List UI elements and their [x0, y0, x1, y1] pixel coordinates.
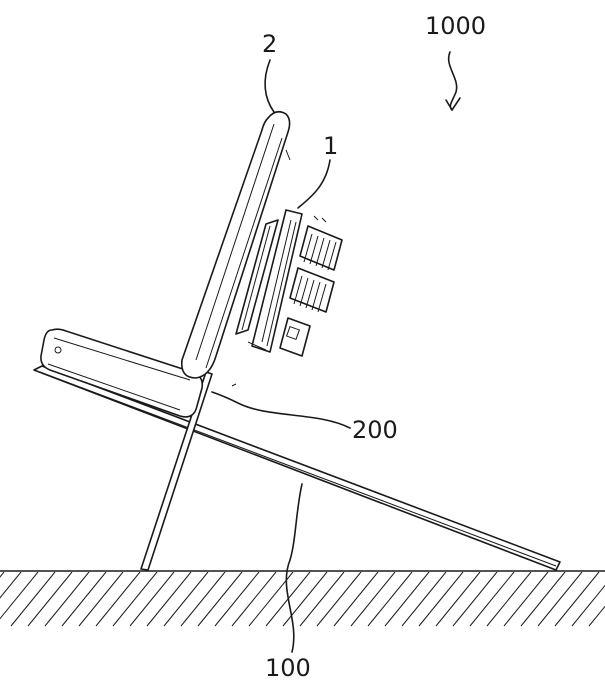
hatch-stroke: [214, 572, 260, 627]
hatch-stroke: [180, 572, 226, 627]
hatch-stroke: [520, 572, 566, 627]
hatch-stroke: [282, 572, 328, 627]
device-rack: [247, 209, 343, 357]
hatch-stroke: [469, 572, 515, 627]
hatch-stroke: [367, 572, 413, 627]
leader-assembly-arrow: [445, 97, 461, 111]
leader-assembly: [447, 51, 458, 111]
leader-support: [211, 391, 351, 429]
hatch-stroke: [129, 572, 175, 627]
hatch-stroke: [61, 572, 107, 627]
hatch-stroke: [10, 572, 56, 627]
hatch-stroke: [418, 572, 464, 627]
hatch-stroke: [435, 572, 481, 627]
base-plate: [33, 365, 561, 571]
leader-seat: [264, 59, 275, 113]
backrest: [180, 110, 291, 379]
hatch-stroke: [95, 572, 141, 627]
leader-lines: [211, 51, 461, 653]
hatch-stroke: [401, 572, 447, 627]
hatch-stroke: [78, 572, 124, 627]
hatch-stroke: [486, 572, 532, 627]
ground: [0, 570, 605, 627]
support-leg: [140, 371, 213, 571]
hatch-stroke: [537, 572, 583, 627]
reference-numerals: 1000 2 1 200 100: [262, 12, 486, 682]
hatch-stroke: [588, 605, 605, 627]
hatch-stroke: [554, 572, 600, 627]
hatch-stroke: [571, 584, 605, 627]
leader-base: [285, 483, 303, 653]
hatch-stroke: [0, 572, 22, 599]
label-seat: 2: [262, 30, 277, 58]
ground-hatching: [0, 572, 605, 627]
hatch-stroke: [0, 572, 39, 620]
hatch-stroke: [197, 572, 243, 627]
hatch-stroke: [350, 572, 396, 627]
label-device: 1: [323, 132, 338, 160]
hatch-stroke: [44, 572, 90, 627]
seat-cushion: [40, 328, 204, 418]
hatch-stroke: [333, 572, 379, 627]
hatch-stroke: [231, 572, 277, 627]
hatch-stroke: [503, 572, 549, 627]
hatch-stroke: [112, 572, 158, 627]
hatch-stroke: [452, 572, 498, 627]
label-base: 100: [265, 654, 311, 682]
hatch-stroke: [27, 572, 73, 627]
hatch-stroke: [316, 572, 362, 627]
hatch-stroke: [146, 572, 192, 627]
label-assembly: 1000: [425, 12, 486, 40]
hatch-stroke: [163, 572, 209, 627]
label-support: 200: [352, 416, 398, 444]
mounting-bracket: [235, 219, 279, 335]
leader-device: [297, 159, 331, 209]
hatch-stroke: [299, 572, 345, 627]
hatch-stroke: [384, 572, 430, 627]
